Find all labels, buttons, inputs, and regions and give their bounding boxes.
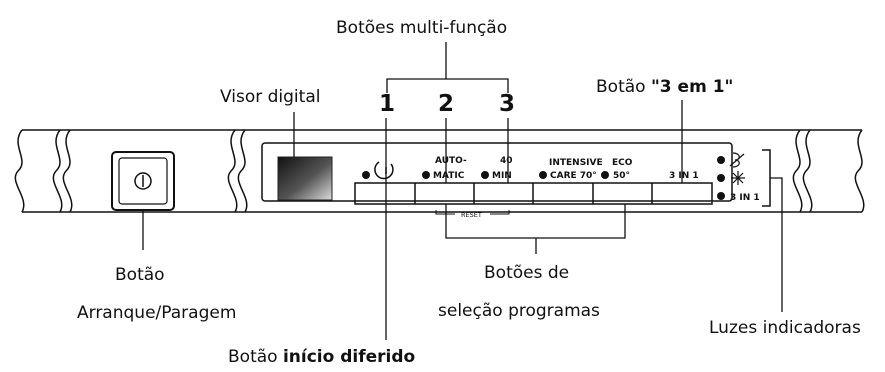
start-stop-button[interactable] — [111, 151, 175, 211]
multi-function-title: Botões multi-função — [336, 18, 507, 38]
eco-label-bottom: 50° — [613, 171, 630, 181]
40-min-button[interactable] — [474, 183, 533, 204]
indicator-lights: 3 IN 1 — [717, 152, 760, 203]
number-1: 1 — [379, 91, 395, 117]
start-stop-label-2: Arranque/Paragem — [77, 303, 236, 323]
eco-button[interactable] — [593, 183, 652, 204]
min-label-top: 40 — [500, 156, 513, 166]
button-row — [354, 182, 713, 205]
number-3: 3 — [499, 91, 515, 117]
min-label-bottom: MIN — [492, 171, 512, 181]
program-selection-label-2: seleção programas — [438, 301, 600, 321]
intensive-label-bottom: CARE 70° — [550, 171, 597, 181]
delayed-start-button[interactable] — [355, 183, 415, 204]
clock-icon — [374, 161, 394, 180]
button-leds — [362, 171, 609, 179]
auto-label-bottom: MATIC — [433, 171, 465, 181]
panel-strip — [14, 129, 865, 213]
reset-label: RESET — [461, 211, 482, 219]
power-icon — [134, 172, 152, 190]
indicator-pointer — [770, 177, 783, 312]
indicator-3in1-label: 3 IN 1 — [730, 193, 760, 203]
display-panel-frame — [261, 142, 733, 202]
eco-label-top: ECO — [612, 158, 633, 168]
auto-label-top: AUTO- — [435, 156, 467, 166]
program-selection-label-1: Botões de — [484, 263, 569, 283]
rinse-aid-icon — [729, 152, 745, 168]
start-stop-label-1: Botão — [115, 265, 165, 285]
indicators-label: Luzes indicadoras — [709, 318, 861, 338]
number-pointers — [445, 118, 509, 183]
display-label: Visor digital — [220, 87, 320, 107]
multi-function-bracket — [386, 42, 509, 93]
intensive-care-button[interactable] — [533, 183, 593, 204]
three-in-one-panel-label: 3 IN 1 — [669, 171, 699, 181]
number-2: 2 — [438, 91, 454, 117]
delayed-start-label: Botão início diferido — [228, 347, 415, 367]
intensive-label-top: INTENSIVE — [549, 158, 603, 168]
three-in-one-title: Botão "3 em 1" — [596, 77, 733, 97]
automatic-button[interactable] — [415, 183, 474, 204]
3-in-1-button[interactable] — [652, 183, 712, 204]
program-selection-bracket — [445, 204, 626, 254]
digital-display — [277, 156, 333, 201]
reset-bracket — [435, 210, 510, 215]
indicator-bracket — [762, 149, 771, 207]
salt-icon — [731, 171, 745, 185]
